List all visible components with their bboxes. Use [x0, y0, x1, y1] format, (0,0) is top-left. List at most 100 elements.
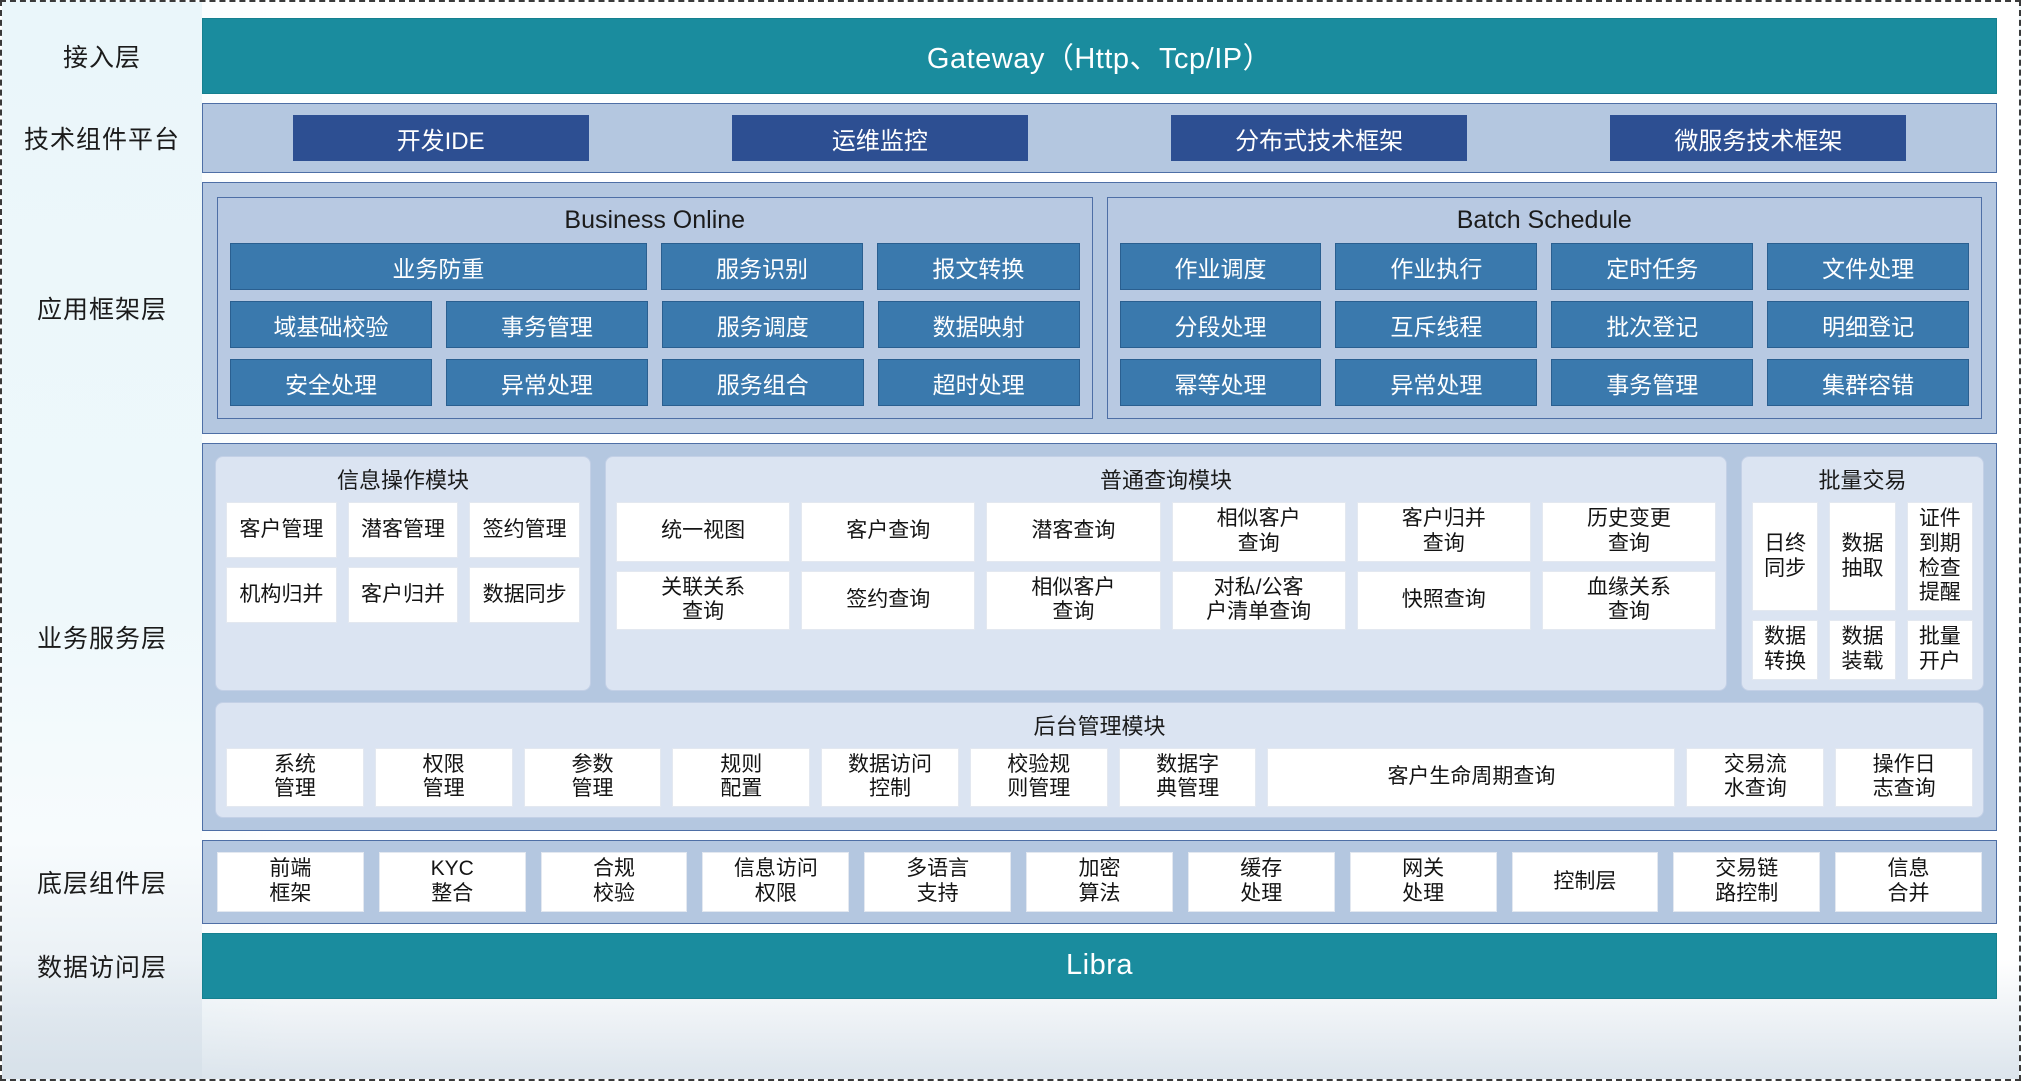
- group-grid-row: 业务防重服务识别报文转换: [230, 243, 1080, 290]
- service-cell[interactable]: 历史变更 查询: [1541, 502, 1717, 562]
- framework-cell[interactable]: 服务组合: [661, 359, 864, 406]
- module-title-info-operation: 信息操作模块: [336, 468, 469, 493]
- framework-cell[interactable]: 超时处理: [877, 359, 1080, 406]
- business-modules-top-row: 信息操作模块 客户管理潜客管理签约管理机构归并客户归并数据同步 普通查询模块 统…: [215, 456, 1984, 691]
- service-cell[interactable]: 数据 抽取: [1829, 502, 1896, 612]
- component-cell[interactable]: KYC 整合: [378, 852, 526, 912]
- component-cell[interactable]: 信息 合并: [1835, 852, 1982, 912]
- group-grid-row: 域基础校验事务管理服务调度数据映射: [230, 301, 1080, 348]
- framework-cell[interactable]: 服务识别: [660, 243, 864, 290]
- service-cell[interactable]: 签约查询: [801, 570, 976, 631]
- libra-bar[interactable]: Libra: [202, 932, 1997, 999]
- component-cell[interactable]: 多语言 支持: [864, 852, 1012, 912]
- module-backend-admin: 后台管理模块 系统 管理权限 管理参数 管理规则 配置数据访问 控制校验规 则管…: [215, 701, 1984, 819]
- component-cell[interactable]: 缓存 处理: [1187, 852, 1335, 912]
- framework-cell[interactable]: 明细登记: [1767, 301, 1969, 348]
- service-cell[interactable]: 相似客户 查询: [986, 570, 1161, 631]
- framework-cell[interactable]: 服务调度: [661, 301, 864, 348]
- info-operation-grid: 客户管理潜客管理签约管理机构归并客户归并数据同步: [226, 502, 581, 623]
- framework-cell[interactable]: 数据映射: [877, 301, 1080, 348]
- service-cell[interactable]: 关联关系 查询: [616, 570, 791, 631]
- framework-cell[interactable]: 作业调度: [1119, 243, 1322, 290]
- admin-cell[interactable]: 数据访问 控制: [821, 747, 959, 808]
- framework-cell[interactable]: 批次登记: [1551, 301, 1754, 348]
- tech-chip-3[interactable]: 微服务技术框架: [1610, 115, 1907, 161]
- service-cell[interactable]: 数据 装载: [1829, 620, 1896, 680]
- service-cell[interactable]: 签约管理: [469, 502, 581, 558]
- service-cell[interactable]: 批量 开户: [1906, 620, 1973, 680]
- service-cell[interactable]: 证件到期 检查提醒: [1906, 502, 1973, 612]
- service-cell[interactable]: 日终 同步: [1752, 502, 1819, 612]
- service-cell[interactable]: 相似客户 查询: [1171, 502, 1346, 562]
- backend-admin-grid: 系统 管理权限 管理参数 管理规则 配置数据访问 控制校验规 则管理数据字 典管…: [226, 747, 1973, 808]
- service-cell[interactable]: 数据 转换: [1752, 620, 1819, 680]
- tech-chip-0[interactable]: 开发IDE: [292, 115, 589, 161]
- layer-label-business-service: 业务服务层: [36, 625, 167, 654]
- component-cell[interactable]: 合规 校验: [540, 852, 688, 912]
- module-batch-transaction: 批量交易 日终 同步数据 抽取证件到期 检查提醒数据 转换数据 装载批量 开户: [1741, 456, 1984, 691]
- admin-cell[interactable]: 客户生命周期查询: [1267, 747, 1676, 808]
- service-cell[interactable]: 机构归并: [226, 567, 337, 623]
- layer-label-tech-platform: 技术组件平台: [23, 126, 180, 154]
- module-title-common-query: 普通查询模块: [1099, 468, 1232, 493]
- admin-cell[interactable]: 操作日 志查询: [1835, 747, 1973, 808]
- tech-chip-2[interactable]: 分布式技术框架: [1171, 115, 1468, 161]
- framework-cell[interactable]: 异常处理: [1335, 359, 1538, 406]
- framework-cell[interactable]: 事务管理: [1551, 359, 1754, 406]
- backend-admin-row: 系统 管理权限 管理参数 管理规则 配置数据访问 控制校验规 则管理数据字 典管…: [226, 747, 1973, 808]
- framework-cell[interactable]: 异常处理: [445, 359, 648, 406]
- service-cell[interactable]: 客户管理: [226, 502, 337, 558]
- gateway-bar[interactable]: Gateway（Http、Tcp/IP）: [202, 18, 1997, 94]
- service-cell[interactable]: 血缘关系 查询: [1541, 570, 1717, 631]
- admin-cell[interactable]: 规则 配置: [672, 747, 811, 808]
- layer-label-component: 底层组件层: [36, 869, 167, 898]
- admin-cell[interactable]: 数据字 典管理: [1118, 747, 1257, 808]
- admin-cell[interactable]: 系统 管理: [226, 747, 364, 808]
- tech-chip-1[interactable]: 运维监控: [731, 115, 1028, 161]
- module-title-backend-admin: 后台管理模块: [1033, 713, 1166, 739]
- framework-cell[interactable]: 幂等处理: [1119, 359, 1322, 406]
- framework-cell[interactable]: 报文转换: [877, 243, 1080, 290]
- component-cell[interactable]: 加密 算法: [1026, 852, 1173, 912]
- framework-cell[interactable]: 安全处理: [230, 359, 432, 406]
- admin-cell[interactable]: 交易流 水查询: [1686, 747, 1825, 808]
- service-cell[interactable]: 潜客查询: [986, 502, 1161, 562]
- service-cell[interactable]: 数据同步: [469, 567, 581, 623]
- admin-cell[interactable]: 权限 管理: [374, 747, 513, 808]
- group-title-1: Batch Schedule: [1456, 206, 1632, 234]
- framework-cell[interactable]: 分段处理: [1119, 301, 1322, 348]
- component-cell[interactable]: 网关 处理: [1349, 852, 1497, 912]
- admin-cell[interactable]: 校验规 则管理: [969, 747, 1108, 808]
- group-grid-row: 安全处理异常处理服务组合超时处理: [230, 359, 1080, 406]
- component-cell[interactable]: 控制层: [1511, 852, 1659, 912]
- service-cell[interactable]: 客户归并 查询: [1356, 502, 1531, 562]
- framework-cell[interactable]: 作业执行: [1335, 243, 1538, 290]
- framework-cell[interactable]: 域基础校验: [230, 301, 432, 348]
- service-cell[interactable]: 客户查询: [801, 502, 976, 562]
- component-cell[interactable]: 前端 框架: [217, 852, 364, 912]
- framework-cell[interactable]: 文件处理: [1767, 243, 1969, 290]
- module-row: 日终 同步数据 抽取证件到期 检查提醒: [1752, 502, 1973, 612]
- module-row: 机构归并客户归并数据同步: [226, 567, 581, 623]
- service-cell[interactable]: 客户归并: [347, 567, 459, 623]
- framework-cell[interactable]: 业务防重: [230, 243, 647, 290]
- service-cell[interactable]: 对私/公客 户清单查询: [1171, 570, 1346, 631]
- admin-cell[interactable]: 参数 管理: [523, 747, 662, 808]
- tech-platform-panel: 开发IDE 运维监控 分布式技术框架 微服务技术框架: [202, 103, 1997, 173]
- component-cell[interactable]: 信息访问 权限: [702, 852, 850, 912]
- group-grid-row: 分段处理互斥线程批次登记明细登记: [1119, 301, 1969, 348]
- service-cell[interactable]: 快照查询: [1356, 570, 1531, 631]
- framework-cell[interactable]: 定时任务: [1551, 243, 1754, 290]
- component-cell[interactable]: 交易链 路控制: [1673, 852, 1821, 912]
- framework-cell[interactable]: 互斥线程: [1335, 301, 1538, 348]
- row-business-service: 业务服务层 信息操作模块 客户管理潜客管理签约管理机构归并客户归并数据同步 普通…: [2, 443, 1997, 832]
- service-cell[interactable]: 统一视图: [616, 502, 791, 562]
- service-cell[interactable]: 潜客管理: [347, 502, 459, 558]
- framework-cell[interactable]: 事务管理: [445, 301, 648, 348]
- group-grid-row: 作业调度作业执行定时任务文件处理: [1119, 243, 1969, 290]
- framework-cell[interactable]: 集群容错: [1767, 359, 1969, 406]
- group-grid-0: 业务防重服务识别报文转换域基础校验事务管理服务调度数据映射安全处理异常处理服务组…: [230, 243, 1080, 406]
